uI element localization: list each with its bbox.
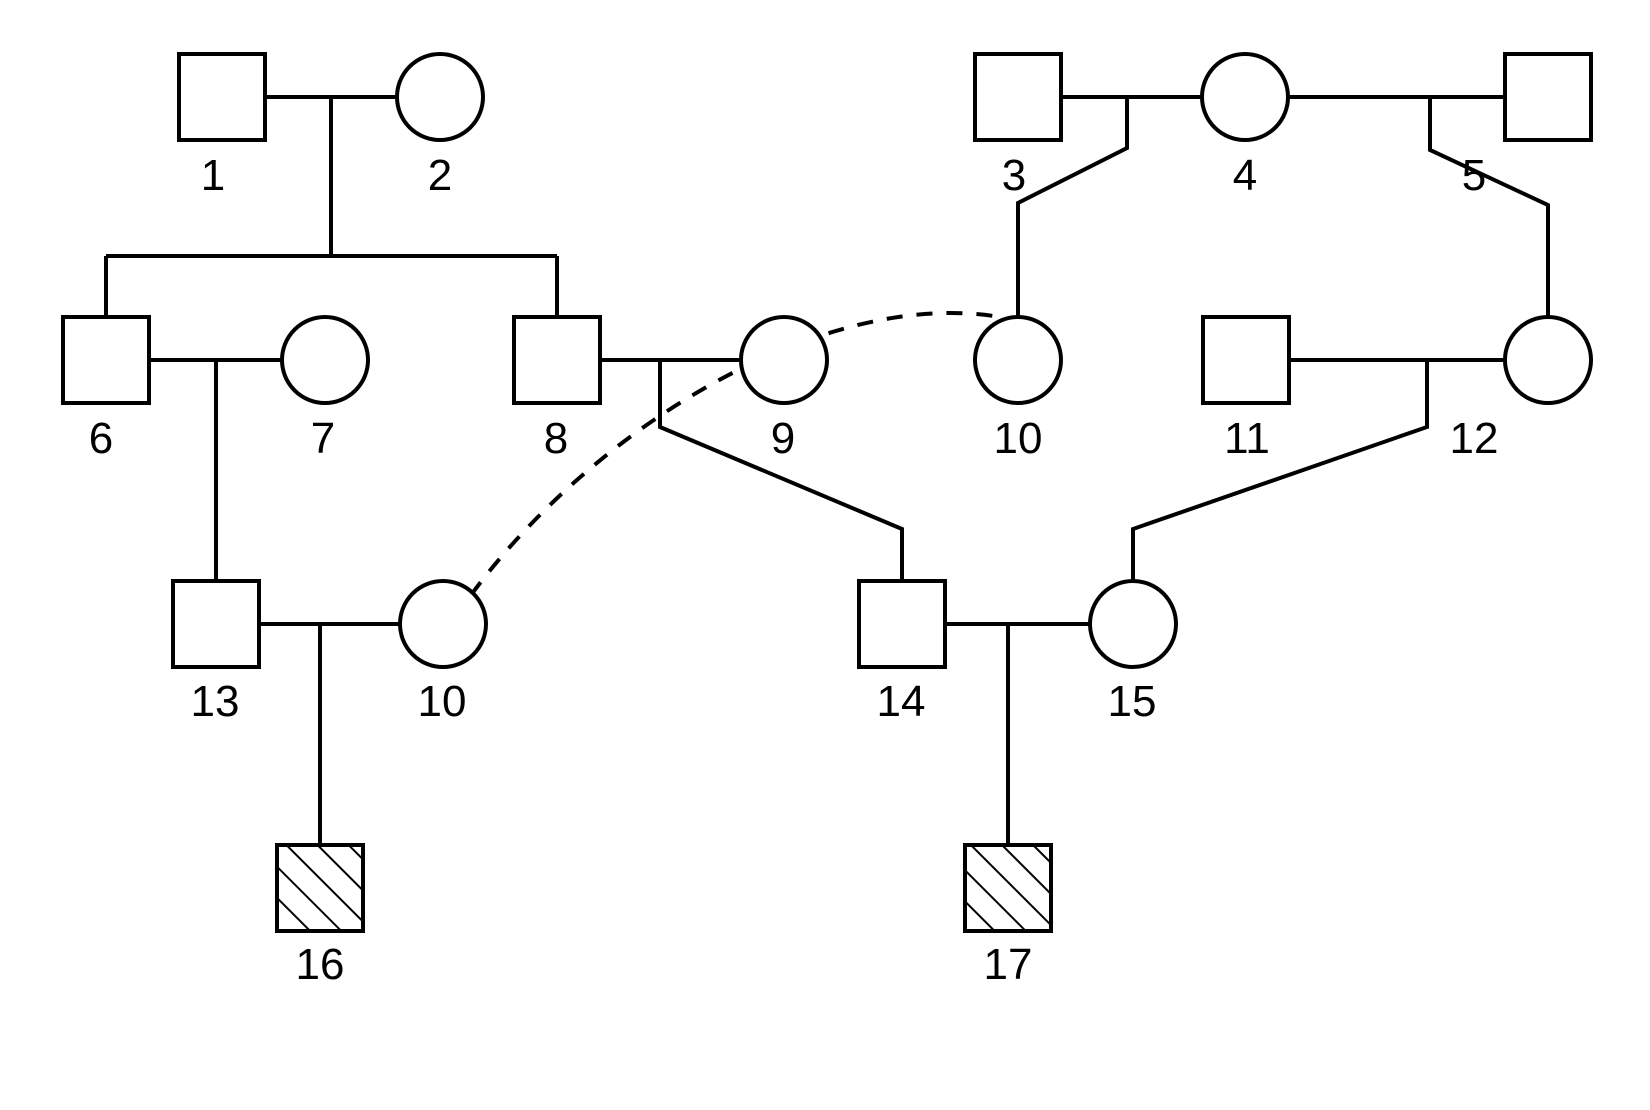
individual-label-12: 12 — [1450, 414, 1499, 463]
individual-symbol-17-affected[interactable] — [963, 843, 1053, 933]
individual-symbol-12[interactable] — [1503, 315, 1593, 405]
individual-symbol-14[interactable] — [857, 579, 947, 669]
individual-label-2: 2 — [428, 151, 452, 200]
descent-path-4-5-to-12 — [1428, 97, 1550, 317]
descent-path-8-9-to-14 — [658, 360, 904, 581]
individual-label-9: 9 — [771, 414, 795, 463]
descent-path-11-12-to-15 — [1131, 360, 1429, 581]
individual-symbol-5[interactable] — [1503, 52, 1593, 142]
individual-label-16: 16 — [296, 940, 345, 989]
individual-label-7: 7 — [311, 414, 335, 463]
individual-label-10: 10 — [994, 414, 1043, 463]
individual-symbol-3[interactable] — [973, 52, 1063, 142]
individual-symbol-7[interactable] — [280, 315, 370, 405]
individual-label-1: 1 — [201, 151, 225, 200]
individual-label-13: 13 — [191, 677, 240, 726]
individual-label-11: 11 — [1224, 414, 1270, 463]
individual-symbol-13[interactable] — [171, 579, 261, 669]
individual-symbol-10-duplicate[interactable] — [398, 579, 488, 669]
individual-symbol-11[interactable] — [1201, 315, 1291, 405]
individual-symbol-16-affected[interactable] — [275, 843, 365, 933]
individual-symbol-4[interactable] — [1200, 52, 1290, 142]
individual-label-5: 5 — [1462, 151, 1486, 200]
individual-label-14: 14 — [877, 677, 926, 726]
individual-symbol-2[interactable] — [395, 52, 485, 142]
individual-label-15: 15 — [1108, 677, 1157, 726]
individual-symbol-10[interactable] — [973, 315, 1063, 405]
individual-label-17: 17 — [984, 940, 1033, 989]
individual-label-4: 4 — [1233, 151, 1257, 200]
individual-symbol-9[interactable] — [739, 315, 829, 405]
duplicate-individual-arc-10 — [469, 311, 1001, 597]
individual-symbol-15[interactable] — [1088, 579, 1178, 669]
descent-path-3-4-to-10 — [1016, 97, 1129, 317]
individual-symbol-8[interactable] — [512, 315, 602, 405]
individual-label-8: 8 — [544, 414, 568, 463]
individual-label-6: 6 — [89, 414, 113, 463]
individual-label-10-duplicate: 10 — [418, 677, 467, 726]
individual-symbol-6[interactable] — [61, 315, 151, 405]
individual-label-3: 3 — [1002, 151, 1026, 200]
individual-symbol-1[interactable] — [177, 52, 267, 142]
